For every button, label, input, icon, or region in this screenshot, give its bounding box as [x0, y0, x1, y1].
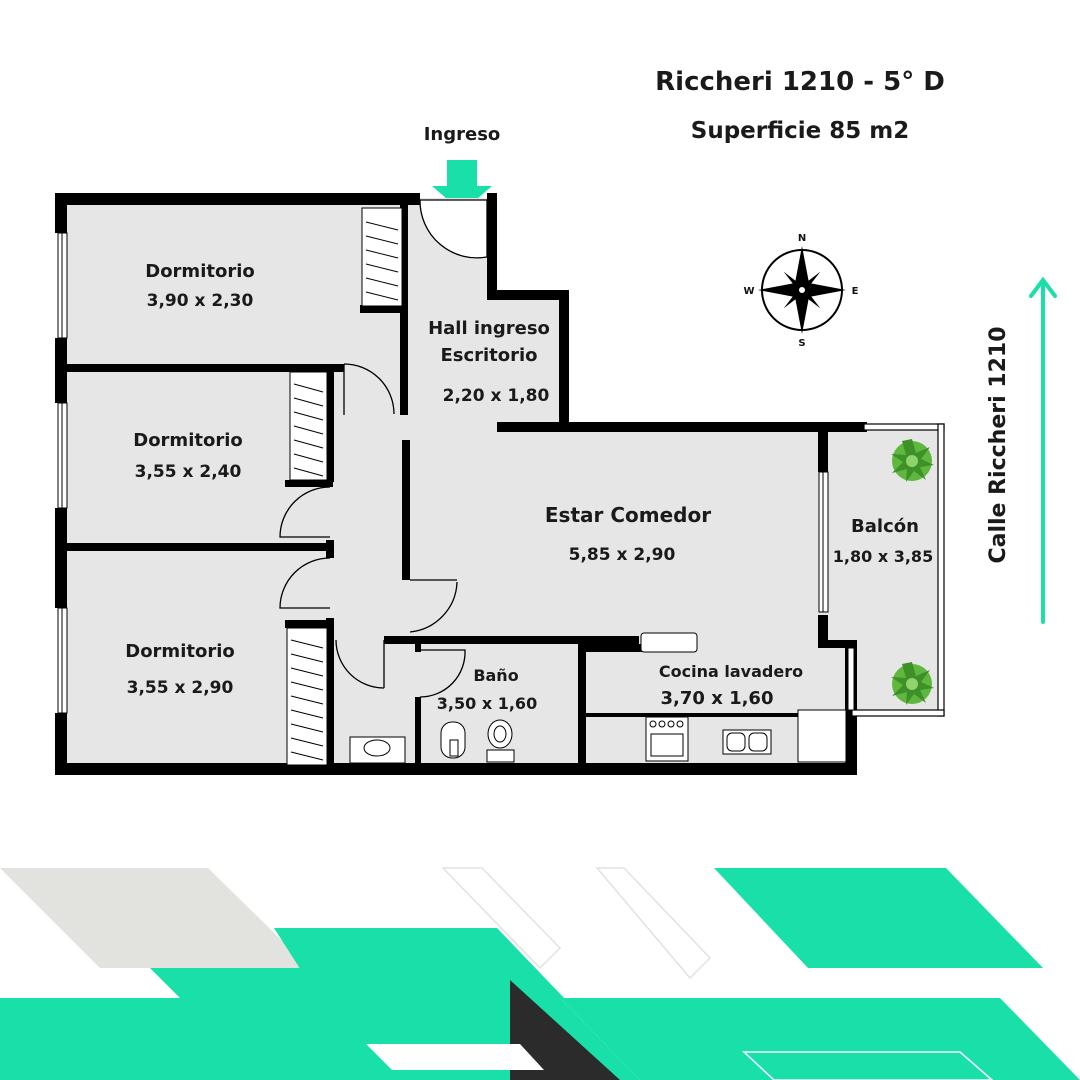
room-name-hall-2: Escritorio — [440, 345, 537, 366]
room-name-kitchen: Cocina lavadero — [659, 662, 803, 681]
room-dims-dorm3: 3,55 x 2,90 — [127, 678, 234, 698]
balcony-rail — [851, 423, 945, 717]
toilet-icon — [486, 719, 515, 763]
room-name-dorm2: Dormitorio — [133, 430, 243, 451]
windows — [57, 232, 855, 714]
compass-w: W — [743, 286, 754, 297]
room-dims-bath: 3,50 x 1,60 — [437, 694, 537, 713]
washer-icon — [797, 709, 847, 763]
room-dims-living: 5,85 x 2,90 — [569, 545, 676, 565]
room-dims-kitchen: 3,70 x 1,60 — [661, 688, 774, 709]
room-name-hall-1: Hall ingreso — [428, 318, 550, 339]
room-name-balcony: Balcón — [851, 516, 919, 537]
walls — [55, 193, 867, 775]
room-dims-dorm1: 3,90 x 2,30 — [147, 291, 254, 311]
closets — [286, 207, 403, 766]
appliance-icon — [640, 632, 698, 653]
plan-title: Riccheri 1210 - 5° D — [655, 67, 945, 97]
room-name-living: Estar Comedor — [545, 503, 711, 527]
bathroom-sink-icon — [349, 736, 406, 764]
plant-icon — [891, 439, 934, 482]
door-swings — [279, 199, 488, 698]
room-name-bath: Baño — [473, 666, 518, 685]
street-arrow-icon — [1029, 276, 1057, 624]
room-name-dorm3: Dormitorio — [125, 641, 235, 662]
street-label: Calle Riccheri 1210 — [986, 326, 1011, 563]
plan-subtitle: Superficie 85 m2 — [691, 118, 910, 144]
fixtures — [349, 632, 847, 764]
kitchen-sink-icon — [722, 729, 772, 755]
room-dims-dorm2: 3,55 x 2,40 — [135, 462, 242, 482]
room-dims-balcony: 1,80 x 3,85 — [833, 547, 933, 566]
floor-area — [62, 198, 942, 766]
compass-rose-icon — [758, 246, 846, 334]
compass-n: N — [798, 233, 806, 244]
stove-icon — [645, 716, 689, 762]
compass-s: S — [798, 338, 805, 349]
footer-decoration — [0, 867, 1080, 1080]
room-name-dorm1: Dormitorio — [145, 261, 255, 282]
compass-e: E — [852, 286, 859, 297]
room-dims-hall: 2,20 x 1,80 — [443, 386, 550, 406]
entrance-label: Ingreso — [424, 124, 501, 145]
bidet-icon — [440, 721, 466, 759]
plant-icon — [891, 662, 934, 705]
